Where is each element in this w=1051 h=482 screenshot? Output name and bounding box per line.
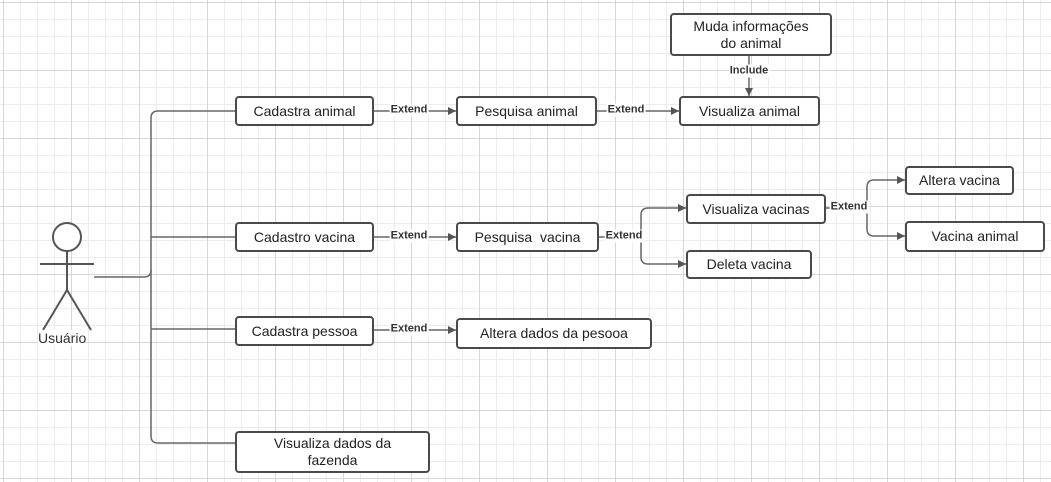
actor-left-leg: [42, 289, 68, 331]
edge-to-deleta-vacina: [640, 237, 686, 268]
use-case-altera-dados-pessoa[interactable]: Altera dados da pesooa: [456, 318, 652, 349]
extend-label: Extend: [389, 322, 429, 336]
use-case-cadastra-animal[interactable]: Cadastra animal: [235, 96, 374, 126]
actor-right-leg: [66, 289, 92, 331]
use-case-cadastro-vacina[interactable]: Cadastro vacina: [235, 222, 374, 252]
actor-head: [52, 222, 82, 252]
extend-label: Extend: [829, 200, 869, 214]
edge-to-visualiza-vacinas: [640, 204, 686, 237]
use-case-altera-vacina[interactable]: Altera vacina: [905, 166, 1014, 195]
extend-label: Extend: [389, 103, 429, 117]
actor-name: Usuário: [38, 330, 87, 346]
use-case-muda-informacoes-animal[interactable]: Muda informações do animal: [670, 13, 832, 56]
use-case-pesquisa-animal[interactable]: Pesquisa animal: [456, 96, 597, 126]
use-case-cadastra-pessoa[interactable]: Cadastra pessoa: [235, 316, 374, 346]
extend-label: Extend: [389, 229, 429, 243]
use-case-vacina-animal[interactable]: Vacina animal: [905, 221, 1045, 252]
extend-label: Extend: [606, 103, 646, 117]
use-case-visualiza-animal[interactable]: Visualiza animal: [679, 96, 820, 126]
edge-to-altera-vacina: [866, 176, 905, 208]
use-case-visualiza-vacinas[interactable]: Visualiza vacinas: [686, 194, 826, 224]
edge-to-vacina-animal: [866, 208, 905, 240]
include-label: Include: [728, 64, 770, 78]
actor-connectors: [94, 110, 235, 444]
actor-figure: [40, 222, 94, 331]
extend-label: Extend: [604, 229, 644, 243]
use-case-visualiza-dados-fazenda[interactable]: Visualiza dados da fazenda: [235, 431, 430, 473]
relation-connectors: [374, 56, 905, 334]
use-case-deleta-vacina[interactable]: Deleta vacina: [686, 250, 812, 279]
use-case-pesquisa-vacina[interactable]: Pesquisa vacina: [456, 222, 599, 252]
